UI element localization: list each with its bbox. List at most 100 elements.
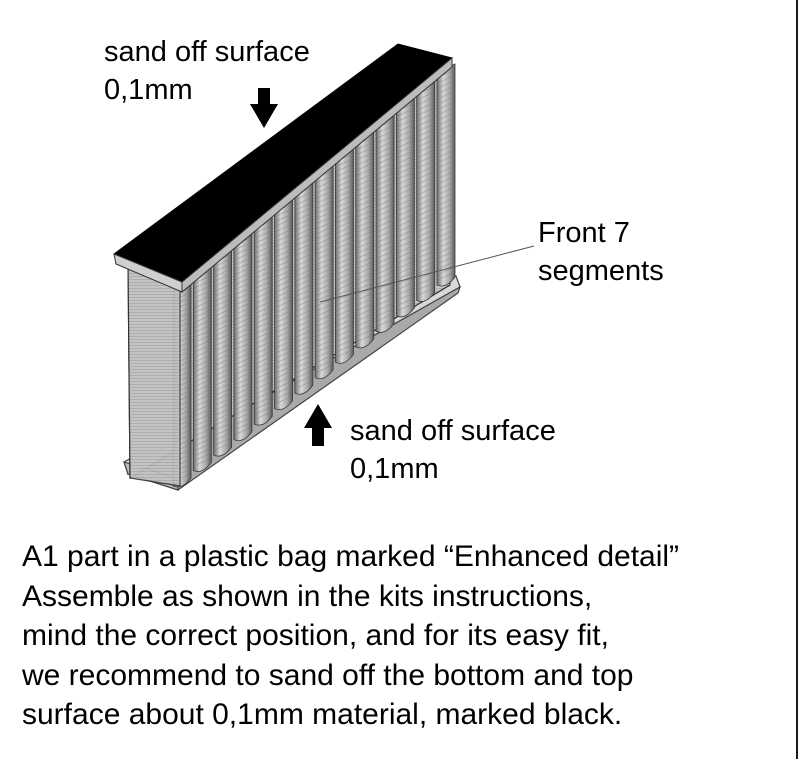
column-rib — [356, 277, 373, 285]
column-rib — [234, 292, 252, 300]
column-rib — [397, 182, 414, 190]
instruction-line: surface about 0,1mm material, marked bla… — [22, 698, 623, 731]
column-rib — [316, 226, 333, 235]
column-rib — [376, 298, 394, 306]
column-rib — [356, 235, 373, 244]
column-rib — [336, 334, 353, 342]
column-rib — [316, 262, 333, 271]
column-rib — [214, 442, 231, 451]
column-rib — [295, 375, 312, 384]
column-rib — [214, 264, 231, 272]
column-rib — [336, 210, 353, 218]
column-rib — [316, 293, 333, 302]
column-rib — [316, 201, 333, 209]
column-rib — [255, 376, 272, 385]
column-rib — [437, 197, 455, 206]
column-rib — [356, 204, 373, 212]
column-rib — [234, 357, 252, 365]
column-rib — [356, 324, 373, 332]
column-rib — [417, 203, 434, 211]
column-rib — [417, 155, 434, 164]
arrow-down-icon — [250, 88, 278, 128]
column-rib — [397, 303, 414, 311]
column-rib — [275, 300, 292, 308]
column-rib — [437, 80, 455, 89]
column-rib — [295, 304, 312, 312]
column-rib — [194, 409, 211, 417]
column-rib — [214, 343, 231, 351]
column-rib — [255, 346, 272, 354]
column-rib — [194, 414, 211, 422]
column-rib — [194, 428, 211, 437]
column-rib — [437, 219, 455, 227]
column-rib — [255, 230, 272, 239]
column-rib — [316, 175, 333, 184]
column-rib — [234, 252, 252, 260]
column-rib — [376, 151, 394, 160]
column-rib — [397, 245, 414, 253]
column-rib — [214, 353, 231, 361]
column-rib — [397, 156, 414, 164]
column-rib — [376, 209, 394, 217]
column-rib — [194, 335, 211, 343]
column-rib — [437, 187, 455, 195]
column-rib — [437, 229, 455, 238]
column-rib — [255, 261, 272, 269]
column-rib — [255, 396, 272, 405]
column-rib — [214, 298, 231, 307]
column-rib — [234, 367, 252, 375]
column-rib — [417, 134, 434, 142]
column-rib — [397, 282, 414, 290]
column-rib — [397, 235, 414, 243]
column-rib — [214, 323, 231, 332]
column-rib — [437, 160, 455, 169]
column-rib — [417, 171, 434, 179]
column-rib — [417, 250, 434, 259]
column-rib — [275, 264, 292, 273]
column-rib — [336, 329, 353, 337]
column-rib — [336, 277, 353, 286]
column-rib — [214, 383, 231, 391]
column-rib — [437, 75, 455, 83]
column-rib — [376, 219, 394, 228]
column-rib — [295, 217, 312, 226]
column-rib — [437, 267, 455, 275]
column-rib — [397, 119, 414, 127]
column-rib — [194, 285, 211, 294]
column-rib — [275, 214, 292, 222]
column-rib — [255, 245, 272, 254]
column-rib — [336, 220, 353, 229]
column-rib — [417, 118, 434, 126]
column-rib — [275, 269, 292, 278]
column-rib — [295, 192, 312, 200]
column-rib — [255, 276, 272, 284]
column-rib — [255, 401, 272, 410]
column-rib — [255, 331, 272, 339]
column-rib — [417, 102, 434, 111]
column-rib — [417, 256, 434, 264]
column-rib — [356, 313, 373, 322]
column-rib — [437, 144, 455, 153]
column-rib — [397, 214, 414, 222]
column-rib — [417, 282, 434, 291]
column-rib — [417, 208, 434, 216]
column-rib — [255, 255, 272, 264]
segment-columns — [172, 63, 456, 488]
column-rib — [356, 298, 373, 306]
column-rib — [275, 259, 292, 268]
column-rib — [356, 142, 373, 150]
column-rib — [417, 245, 434, 254]
column-rib — [234, 272, 252, 280]
top-sand-line2: 0,1mm — [104, 74, 193, 106]
column-rib — [275, 355, 292, 364]
column-rib — [336, 195, 353, 203]
column-rib — [295, 289, 312, 297]
column-rib — [417, 176, 434, 185]
column-rib — [417, 92, 434, 100]
column-rib — [194, 404, 211, 412]
column-rib — [275, 371, 292, 379]
column-rib — [234, 422, 252, 430]
column-rib — [356, 168, 373, 176]
column-rib — [417, 224, 434, 232]
column-rib — [275, 290, 292, 298]
